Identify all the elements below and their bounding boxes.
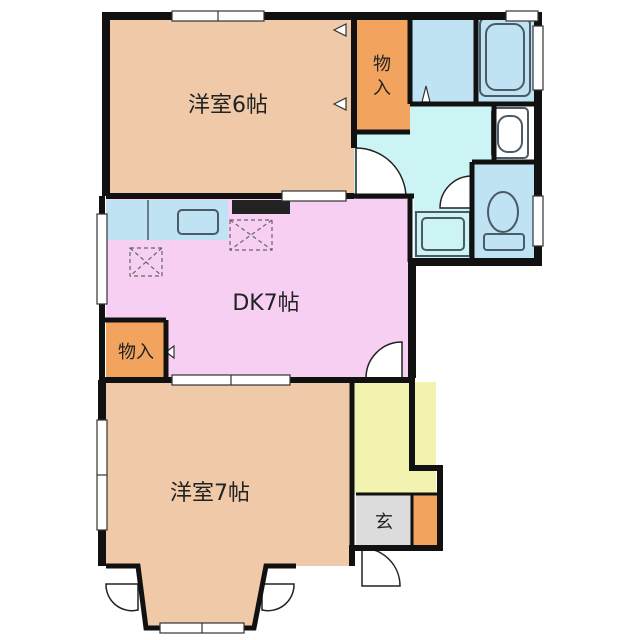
range-hood-icon: [229, 219, 273, 251]
hallway: [352, 382, 436, 494]
entrance-label: 玄: [375, 512, 393, 533]
sliding-door-marks: [165, 23, 431, 360]
western-room-top-label: 洋室6帖: [188, 93, 268, 118]
shoe-box: [412, 494, 438, 548]
storage-left: [106, 320, 166, 378]
fridge-space-icon: [129, 247, 163, 277]
windows: [96, 10, 544, 634]
storage-top: [354, 16, 410, 132]
dk-room: [106, 198, 410, 378]
toilet-icon: [483, 191, 525, 251]
western-room-bottom: [106, 382, 352, 628]
duct-block: [232, 200, 290, 214]
dk-room-label: DK7帖: [232, 291, 299, 316]
storage-top-label-1: 物: [373, 54, 391, 75]
door-swings: [105, 147, 473, 612]
wash-basin-icon: [491, 107, 529, 159]
washroom: [354, 104, 494, 258]
kitchen-sink-icon: [177, 209, 219, 235]
storage-top-label-2: 入: [373, 78, 391, 99]
western-room-top: [106, 16, 354, 196]
storage-left-label: 物入: [118, 342, 154, 363]
western-room-bottom-label: 洋室7帖: [170, 481, 250, 506]
entrance: [356, 494, 412, 548]
